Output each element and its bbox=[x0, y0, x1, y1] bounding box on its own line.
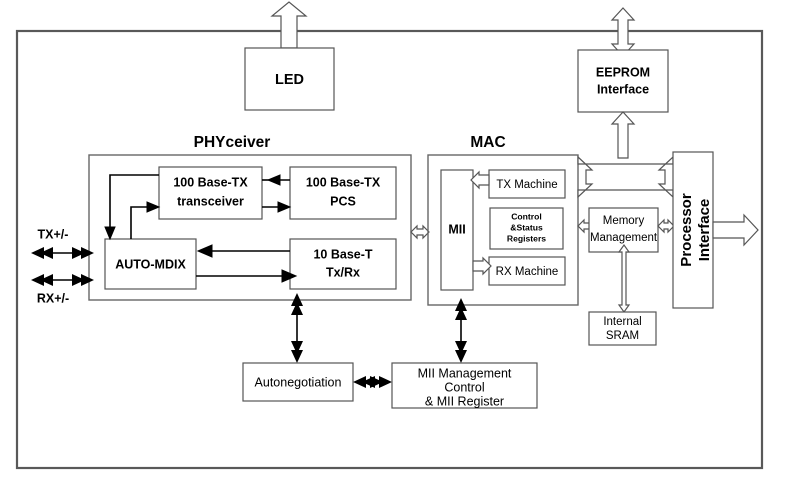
rx-machine-block bbox=[488, 256, 566, 286]
transceiver-to-auto-mdix-connector bbox=[104, 174, 159, 241]
control-status-registers-label-line3: Registers bbox=[507, 233, 546, 243]
100-base-tx-transceiver-label-line2: transceiver bbox=[177, 194, 244, 208]
control-status-registers-label-line2: &Status bbox=[510, 222, 543, 232]
auto-mdix-to-transceiver-connector bbox=[130, 201, 161, 239]
processor-interface-block bbox=[672, 151, 714, 309]
base-t-to-auto-mdix-connector bbox=[196, 244, 290, 258]
led-block-label: LED bbox=[275, 72, 304, 88]
tx-machine-to-mii-arrow bbox=[470, 170, 490, 190]
processor-interface-label-line1: Processor bbox=[678, 193, 695, 267]
mac-to-mii-management-arrow bbox=[455, 298, 467, 363]
outer-chip-boundary bbox=[15, 29, 764, 470]
transceiver-to-pcs-connector bbox=[262, 201, 292, 213]
memory-management-label-line2: Management bbox=[590, 232, 658, 244]
memory-management-block bbox=[588, 207, 659, 253]
led-block bbox=[244, 47, 335, 111]
phyceiver-to-autonegotiation-arrow bbox=[291, 293, 303, 363]
tx-port-label: TX+/- bbox=[38, 227, 69, 241]
mac-group-title: MAC bbox=[470, 134, 505, 151]
eeprom-interface-block bbox=[577, 49, 669, 113]
tx-machine-block bbox=[488, 169, 566, 199]
memory-management-processor-arrow bbox=[657, 218, 675, 234]
phyceiver-group-title: PHYceiver bbox=[194, 134, 271, 151]
eeprom-bus-arrow bbox=[610, 111, 636, 159]
memory-management-label-line1: Memory bbox=[603, 215, 645, 227]
led-output-arrow bbox=[270, 1, 308, 49]
rx-port-label: RX+/- bbox=[37, 291, 69, 305]
mii-management-block bbox=[391, 362, 538, 409]
100-base-tx-transceiver-block bbox=[158, 166, 263, 220]
processor-interface-label-line2: Interface bbox=[696, 199, 713, 262]
mii-management-label-line3: & MII Register bbox=[425, 394, 504, 408]
auto-mdix-to-base-t-connector bbox=[196, 269, 298, 283]
control-status-registers-block bbox=[489, 207, 564, 250]
mac-to-processor-interface-bus bbox=[577, 155, 674, 199]
internal-sram-block bbox=[588, 311, 657, 346]
mii-to-rx-machine-arrow bbox=[472, 256, 492, 276]
rx-port-bidirectional-arrow bbox=[31, 274, 94, 286]
10-base-t-label-line2: Tx/Rx bbox=[326, 265, 360, 279]
10-base-t-block bbox=[289, 238, 397, 290]
tx-port-bidirectional-arrow bbox=[31, 247, 94, 259]
autonegotiation-label: Autonegotiation bbox=[255, 375, 342, 389]
mii-management-label-line1: MII Management bbox=[418, 366, 512, 380]
phyceiver-group-boundary bbox=[88, 154, 412, 301]
autonegotiation-to-mii-management-arrow bbox=[353, 376, 392, 388]
internal-sram-label-line1: Internal bbox=[603, 316, 641, 328]
internal-sram-label-line2: SRAM bbox=[606, 330, 639, 342]
auto-mdix-label: AUTO-MDIX bbox=[115, 257, 186, 271]
100-base-tx-pcs-block bbox=[289, 166, 397, 220]
pcs-to-transceiver-connector bbox=[262, 174, 290, 186]
memory-management-to-sram-arrow bbox=[617, 243, 631, 314]
10-base-t-label-line1: 10 Base-T bbox=[313, 247, 372, 261]
processor-external-bus-arrow bbox=[712, 213, 759, 247]
rx-machine-label: RX Machine bbox=[496, 266, 559, 278]
100-base-tx-transceiver-label-line1: 100 Base-TX bbox=[173, 175, 248, 189]
100-base-tx-pcs-label-line1: 100 Base-TX bbox=[306, 175, 381, 189]
eeprom-interface-label-line1: EEPROM bbox=[596, 65, 650, 79]
auto-mdix-block bbox=[104, 238, 197, 290]
phyceiver-mac-interface-arrow bbox=[410, 224, 430, 240]
mii-management-label-line2: Control bbox=[444, 380, 484, 394]
mii-block-label: MII bbox=[448, 222, 465, 236]
control-status-registers-label-line1: Control bbox=[511, 211, 542, 221]
mii-block bbox=[440, 169, 474, 291]
mac-group-boundary bbox=[427, 154, 579, 306]
eeprom-interface-label-line2: Interface bbox=[597, 82, 649, 96]
tx-machine-label: TX Machine bbox=[496, 179, 557, 191]
100-base-tx-pcs-label-line2: PCS bbox=[330, 194, 356, 208]
